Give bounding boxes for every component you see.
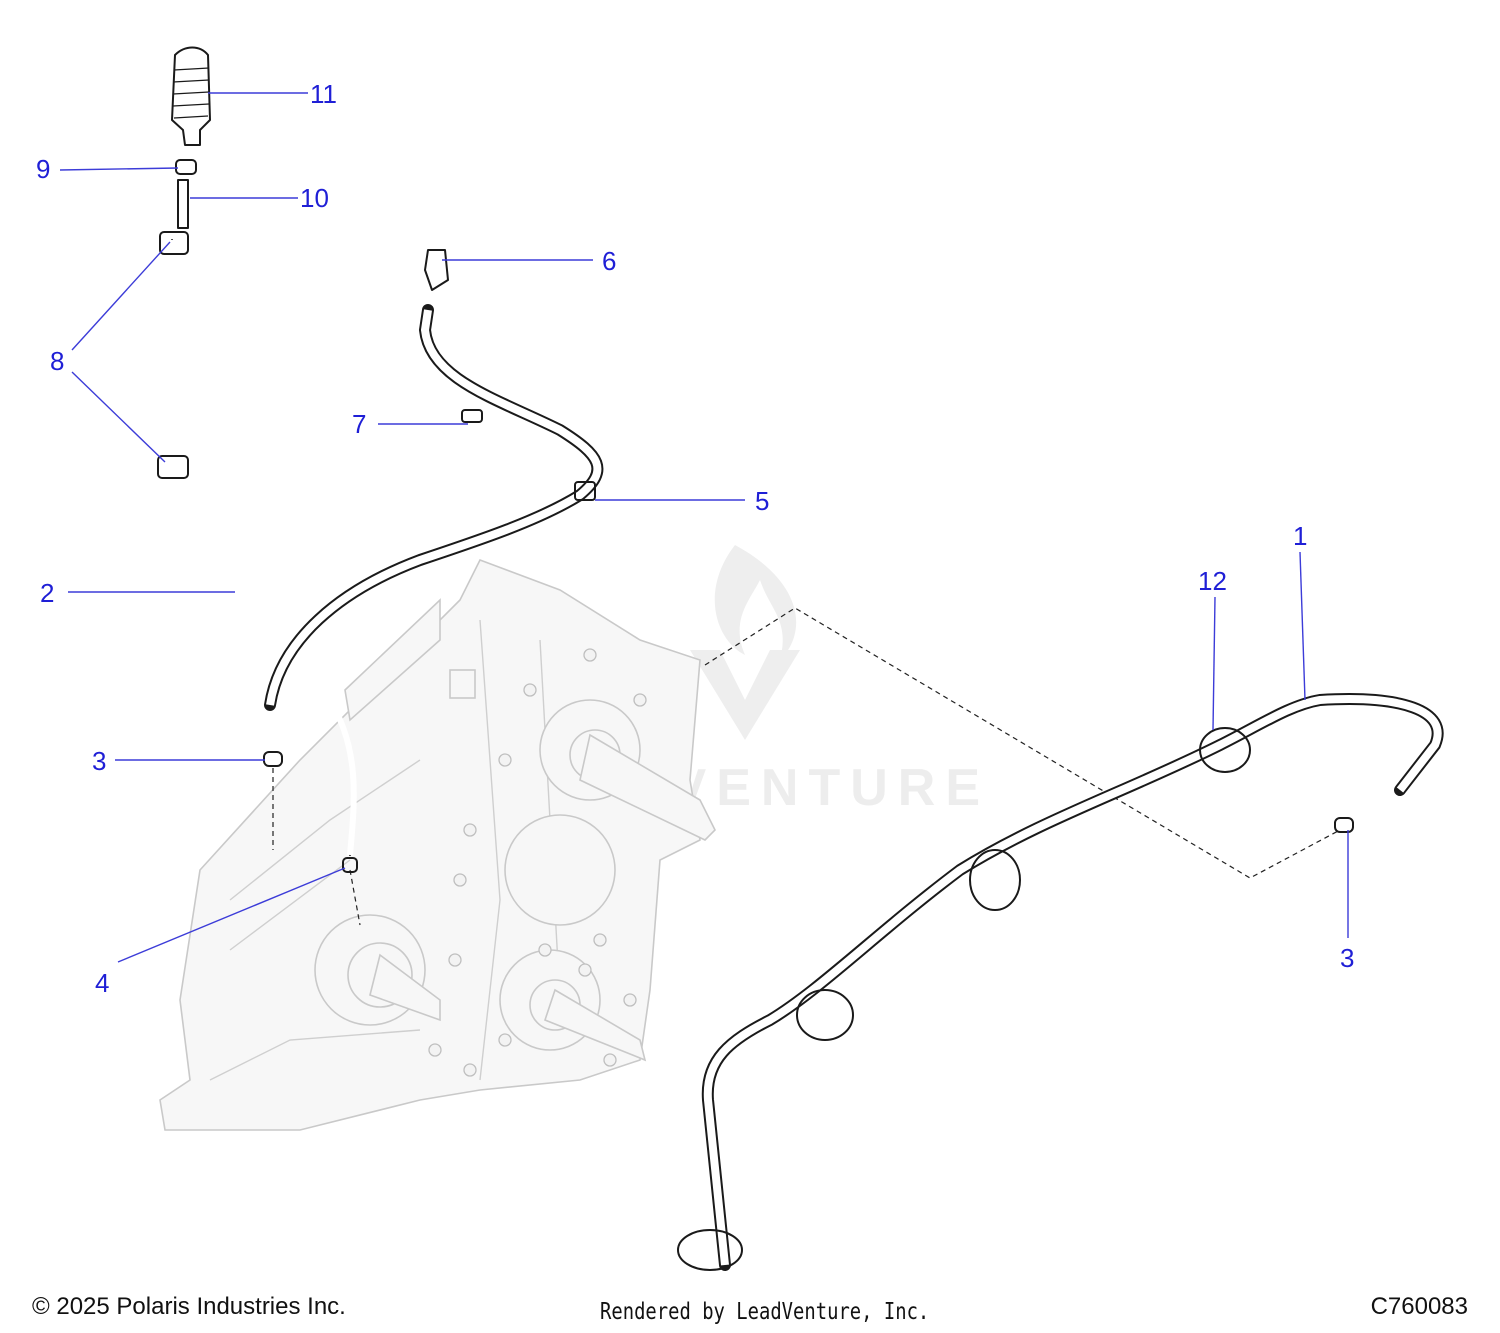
clamp-part-3-left <box>263 751 283 767</box>
clamp-part-9 <box>175 159 197 175</box>
cable-tie-part-12 <box>677 727 1251 1271</box>
leader-lines <box>59 92 1349 963</box>
callouts: 11 9 10 6 8 7 5 2 1 12 3 3 4 <box>36 79 1354 998</box>
callout-4: 4 <box>95 968 109 998</box>
callout-6: 6 <box>602 246 616 276</box>
callout-5: 5 <box>755 486 769 516</box>
callout-3-right: 3 <box>1340 943 1354 973</box>
vent-line-part-5 <box>264 304 604 711</box>
vent-line-part-1 <box>701 693 1444 1271</box>
callout-3-left: 3 <box>92 746 106 776</box>
callout-8: 8 <box>50 346 64 376</box>
reference-lines <box>272 607 1341 926</box>
fitting-part-10 <box>177 179 189 229</box>
callout-2: 2 <box>40 578 54 608</box>
diagram-code: C760083 <box>1370 1293 1468 1320</box>
clamp-part-3-right <box>1334 817 1354 833</box>
rendered-by-text: Rendered by LeadVenture, Inc. <box>600 1299 930 1325</box>
fitting-part-4 <box>342 857 358 873</box>
callout-1: 1 <box>1293 521 1307 551</box>
transmission-housing <box>159 558 716 1131</box>
fitting-part-6 <box>424 249 449 291</box>
callout-7: 7 <box>352 409 366 439</box>
boot-part <box>171 46 211 146</box>
callout-11: 11 <box>310 79 337 109</box>
vent-line-part-2 <box>166 239 357 856</box>
copyright-text: © 2025 Polaris Industries Inc. <box>32 1293 346 1320</box>
callout-10: 10 <box>300 183 329 213</box>
clip-part-8 <box>157 231 189 479</box>
callout-9: 9 <box>36 154 50 184</box>
fastener-part-7 <box>461 409 483 423</box>
callout-12: 12 <box>1198 566 1227 596</box>
